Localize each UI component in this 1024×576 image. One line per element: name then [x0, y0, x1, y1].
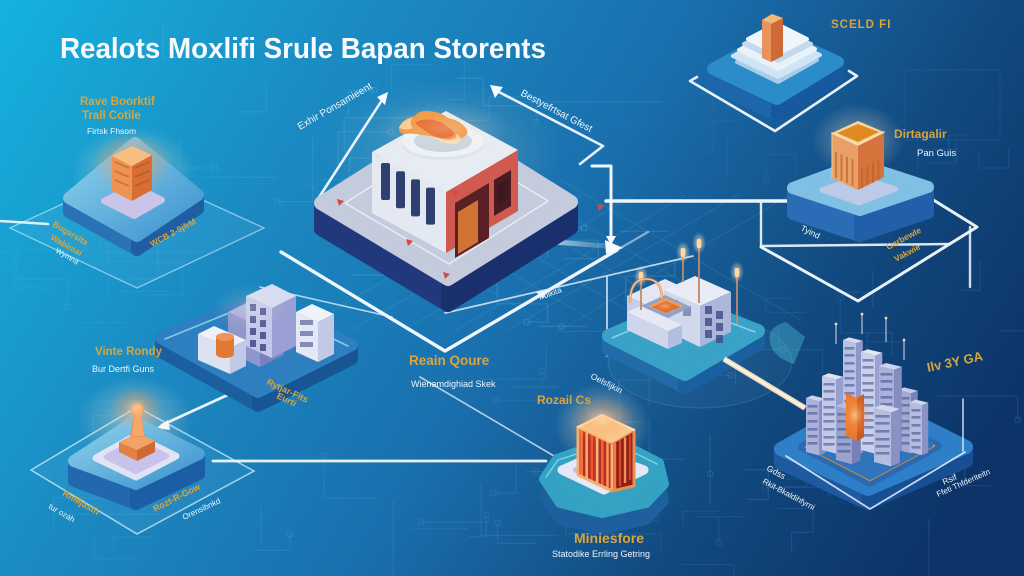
svg-text:Miniesfore: Miniesfore [574, 530, 644, 546]
svg-text:Reain Qoure: Reain Qoure [409, 353, 490, 368]
svg-text:Realots Moxlifi Srule Bapan St: Realots Moxlifi Srule Bapan Storents [60, 33, 546, 65]
svg-text:Vinte Rondy: Vinte Rondy [95, 346, 162, 358]
svg-text:Rave Boorktif: Rave Boorktif [80, 96, 155, 108]
svg-text:Trall Cotile: Trall Cotile [82, 110, 141, 122]
svg-text:Statodike Errling Getring: Statodike Errling Getring [552, 549, 650, 559]
svg-text:Rozail Cs: Rozail Cs [537, 393, 591, 407]
svg-text:Firtsk Fhsom: Firtsk Fhsom [87, 126, 136, 136]
svg-text:Dirtagalir: Dirtagalir [894, 127, 947, 141]
svg-text:Bur Dertfi Guns: Bur Dertfi Guns [92, 364, 155, 374]
svg-text:SCELD FI: SCELD FI [831, 19, 891, 31]
svg-text:Wienamdighiad Skek: Wienamdighiad Skek [411, 379, 496, 389]
svg-text:Pan Guis: Pan Guis [917, 148, 956, 159]
